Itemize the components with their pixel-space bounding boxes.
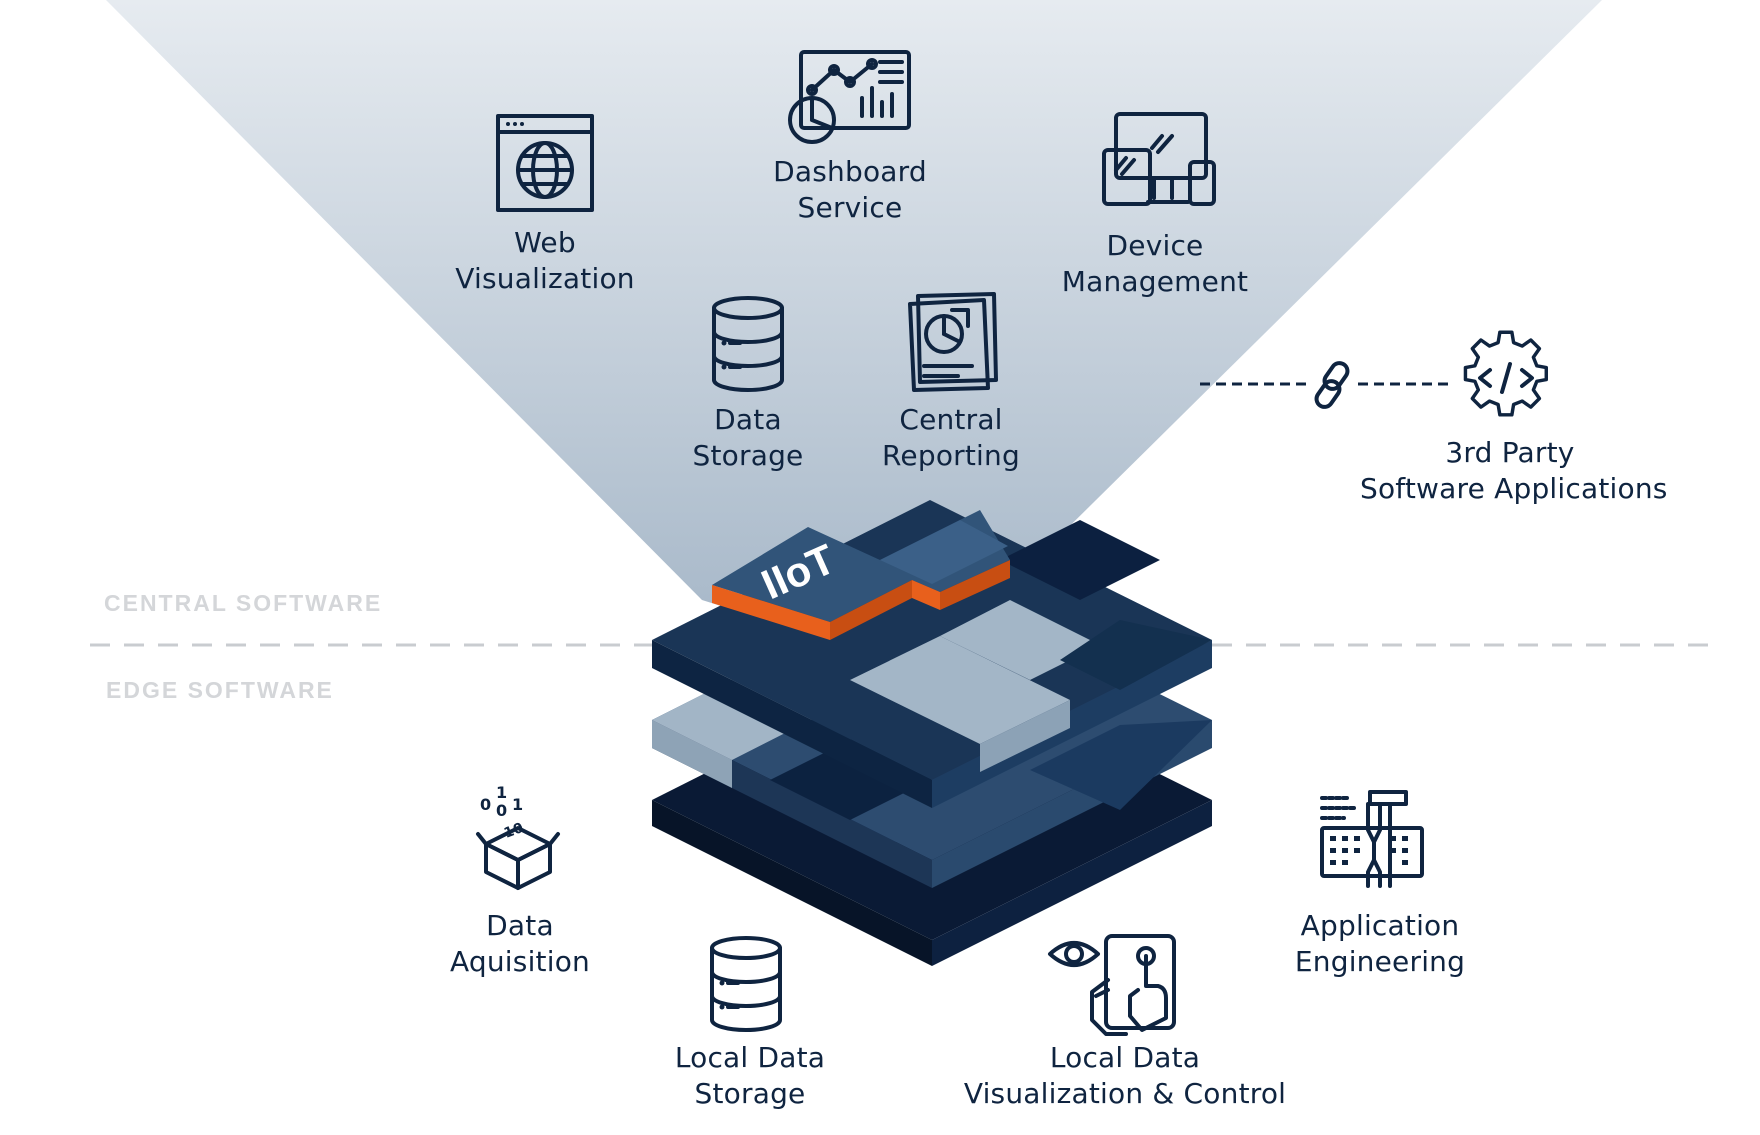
browser-globe-icon — [496, 114, 596, 214]
local-data-vis-control-label: Local Data Visualization & Control — [963, 1041, 1287, 1110]
code-gear-icon — [1462, 330, 1552, 424]
stack-layer-top — [652, 500, 1212, 808]
dashboard-chart-icon — [784, 50, 914, 150]
database-icon — [708, 936, 784, 1032]
third-party-connector — [1200, 382, 1454, 386]
local-data-storage-label: Local Data Storage — [674, 1041, 826, 1110]
svg-text:0: 0 — [480, 795, 491, 814]
svg-text:0: 0 — [496, 801, 507, 820]
dashboard-service-label: Dashboard Service — [773, 155, 927, 224]
device-management-label: Device Management — [1061, 229, 1249, 298]
data-acquisition-label: Data Aquisition — [450, 909, 590, 978]
central-reporting-label: Central Reporting — [882, 403, 1020, 472]
devices-icon — [1102, 112, 1217, 212]
data-storage-label: Data Storage — [692, 403, 804, 472]
eye-touch-icon — [1046, 932, 1186, 1042]
edge-software-zone-label: EDGE SOFTWARE — [106, 677, 334, 703]
application-engineering-label: Application Engineering — [1294, 909, 1466, 978]
keyboard-tools-icon — [1318, 790, 1428, 890]
report-pie-icon — [902, 290, 1002, 392]
svg-text:1: 1 — [512, 795, 523, 814]
data-box-icon: 1 0 0 1 10 — [476, 780, 560, 890]
link-icon[interactable] — [1310, 360, 1356, 410]
web-visualization-label: Web Visualization — [455, 226, 635, 295]
iiot-block — [712, 510, 1010, 640]
third-party-apps-label: 3rd Party Software Applications — [1360, 436, 1668, 505]
database-icon — [710, 296, 786, 392]
central-software-zone-label: CENTRAL SOFTWARE — [104, 590, 383, 616]
svg-text:1: 1 — [496, 783, 507, 802]
